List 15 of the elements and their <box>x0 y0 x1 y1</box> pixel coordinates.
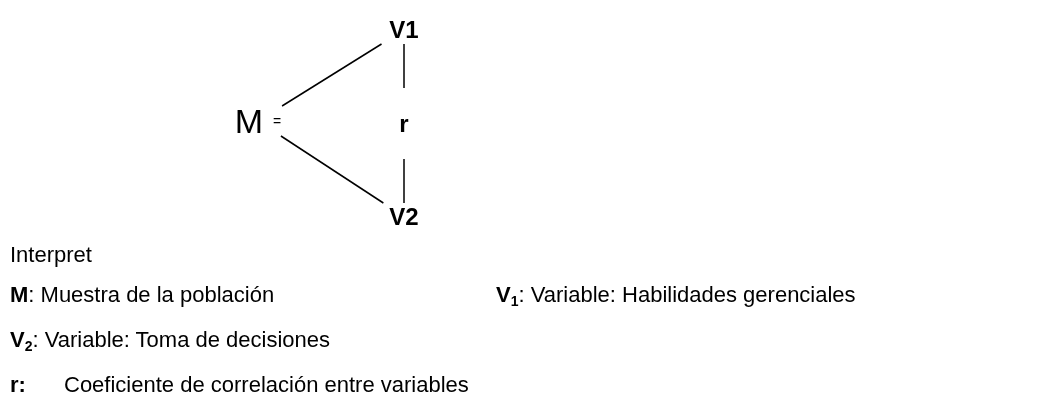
legend-text: Coeficiente de correlación entre variables <box>64 373 469 398</box>
connector-line <box>403 158 405 204</box>
legend-text: Interpret <box>10 243 92 268</box>
legend-text: r: <box>10 373 26 398</box>
variable-symbol: V2 <box>389 204 419 229</box>
variable-symbol: V1 <box>389 18 419 42</box>
equals-sign: = <box>273 114 282 128</box>
legend-text: V$_{1}$: Variable: Habilidades gerenciales <box>496 283 856 310</box>
sample-symbol: M <box>234 104 264 138</box>
variable-symbol: r <box>399 111 409 136</box>
connector-line <box>280 135 385 204</box>
connector-line <box>281 43 383 107</box>
legend-text: M: Muestra de la población <box>10 283 275 308</box>
connector-line <box>403 43 405 89</box>
legend-text: V$_{2}$: Variable: Toma de decisiones <box>10 328 331 355</box>
